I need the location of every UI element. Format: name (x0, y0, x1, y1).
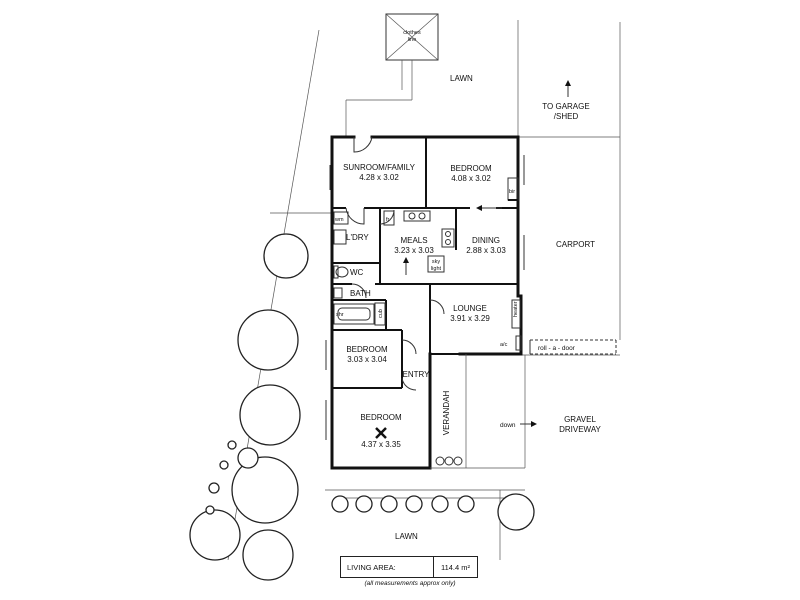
sky-light (427, 255, 445, 273)
living-area-legend: LIVING AREA: 114.4 m² (340, 556, 478, 578)
bath-fixtures: BATH shr cub (333, 287, 386, 326)
bedroom-bottom-name: BEDROOM (360, 413, 402, 422)
ac-label: a/c (500, 342, 508, 348)
washing-machine (333, 211, 349, 225)
laundry-label: L'DRY (346, 233, 369, 242)
roll-a-door (529, 339, 617, 355)
roll-a-door-label: roll - a - door (538, 345, 576, 352)
shower-label: shr (336, 312, 344, 318)
measurement-note: (all measurements approx only) (364, 580, 456, 587)
dining-dims: 2.88 x 3.03 (466, 246, 506, 255)
heater (511, 299, 521, 329)
light-label: light (431, 266, 442, 272)
bedroom-top-dims: 4.08 x 3.02 (451, 174, 491, 183)
bedroom-mid-dims: 3.03 x 3.04 (347, 355, 387, 364)
fr-label: fr (386, 217, 390, 223)
to-garage-arrow (565, 80, 571, 97)
verandah-label: VERANDAH (442, 391, 451, 436)
clothes-line-label-1: clothes (403, 30, 421, 36)
sunroom-name: SUNROOM/FAMILY (343, 163, 416, 172)
tree-cluster (189, 233, 309, 581)
ceiling-fan-icon (375, 427, 387, 439)
doors (345, 136, 502, 391)
lawn-top-label: LAWN (450, 74, 473, 83)
gravel-label: GRAVEL (564, 415, 596, 424)
living-area-label: LIVING AREA: (341, 557, 434, 577)
hedge-row (331, 493, 535, 531)
bathtub (333, 303, 375, 325)
lounge-fixtures: heater a/c (500, 299, 522, 351)
room-labels: SUNROOM/FAMILY 4.28 x 3.02 BEDROOM 4.08 … (343, 163, 506, 449)
living-area-value: 114.4 m² (440, 562, 471, 572)
trough (333, 229, 347, 245)
sky-label: sky (432, 259, 441, 265)
wc-fixtures: WC (333, 265, 364, 279)
windows (325, 155, 525, 440)
house-outline (330, 135, 523, 470)
interior-walls (332, 137, 518, 389)
bedroom-top-name: BEDROOM (450, 164, 492, 173)
toilet (335, 266, 349, 278)
to-garage-label-1: TO GARAGE (542, 102, 589, 111)
bath-label: BATH (350, 289, 371, 298)
cub-label: cub (378, 309, 384, 318)
meals-name: MEALS (400, 236, 427, 245)
laundry-fixtures: wm L'DRY (333, 211, 369, 245)
dining-name: DINING (472, 236, 500, 245)
wc-label: WC (350, 268, 364, 277)
down-label: down (500, 422, 516, 429)
kitchen-sink (403, 210, 431, 222)
heater-label: heater (513, 301, 519, 317)
lawn-bottom-label: LAWN (395, 532, 418, 541)
carport-label: CARPORT (556, 240, 595, 249)
lounge-dims: 3.91 x 3.29 (450, 314, 490, 323)
bedroom-mid-name: BEDROOM (346, 345, 388, 354)
sunroom-dims: 4.28 x 3.02 (359, 173, 399, 182)
driveway-label: DRIVEWAY (559, 425, 601, 434)
stove (441, 228, 455, 248)
down-arrow (520, 421, 537, 427)
bedroom-bottom-dims: 4.37 x 3.35 (361, 440, 401, 449)
basin (333, 287, 343, 299)
entry-name: ENTRY (403, 370, 431, 379)
fridge (383, 210, 395, 226)
bir-label: bir (509, 189, 515, 195)
to-garage-label-2: /SHED (554, 112, 579, 121)
verandah (430, 354, 470, 469)
clothes-line: clothes line (345, 13, 439, 137)
lounge-name: LOUNGE (453, 304, 487, 313)
clothes-line-label-2: line (408, 37, 417, 43)
wm-label: wm (334, 217, 344, 223)
kitchen-fixtures: fr sky light (383, 210, 455, 273)
meals-dims: 3.23 x 3.03 (394, 246, 434, 255)
cupboard (374, 302, 386, 326)
